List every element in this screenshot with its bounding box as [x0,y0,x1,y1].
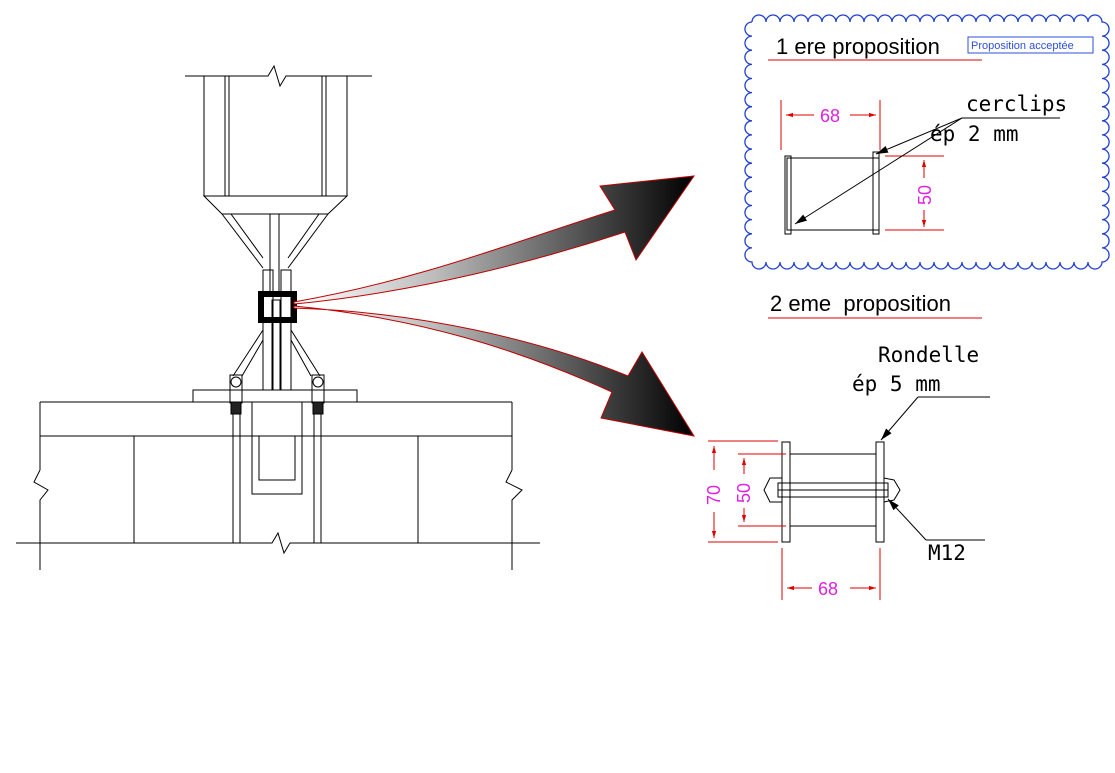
proposal-1-panel [744,14,1110,270]
accepted-badge-label: Proposition acceptée [971,40,1074,52]
column-base-elevation [16,64,540,570]
proposal-2-panel [708,317,990,600]
proposal-2-title: 2 eme proposition [770,291,951,316]
proposal-1-length-dim: 68 [820,106,840,126]
proposal-2-inner-dim: 50 [734,483,754,503]
connection-highlight [258,291,297,323]
proposal-1-title: 1 ere proposition [776,34,940,59]
washer-label: Rondelle [878,343,979,367]
arrow-to-proposal-1 [293,175,696,305]
proposal-1-height-dim: 50 [915,185,935,205]
proposal-2-length-dim: 68 [818,579,838,599]
proposal-2-outer-dim: 70 [704,485,724,505]
accepted-badge [967,36,1094,54]
revision-cloud [744,14,1110,270]
bolt-size-label: M12 [928,541,966,565]
washer-thickness-label: ép 5 mm [852,372,941,396]
arrow-to-proposal-2 [293,305,696,437]
cerclips-thickness-label: ép 2 mm [930,122,1019,146]
cerclips-label: cerclips [966,92,1067,116]
